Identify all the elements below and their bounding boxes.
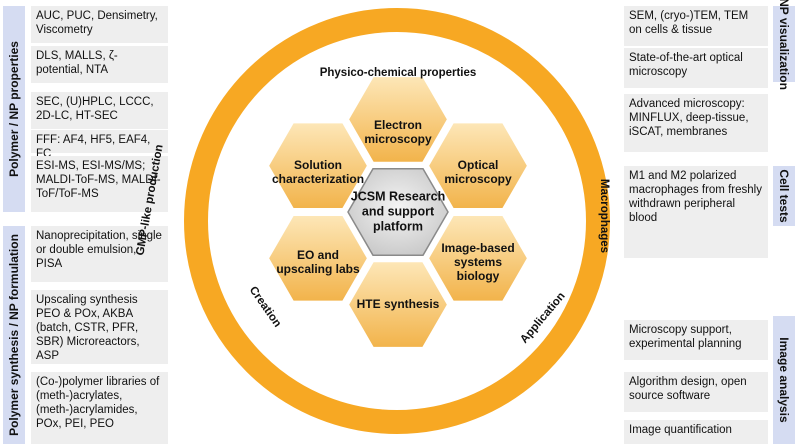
info-box-optical-microscopy: State-of-the-art optical microscopy	[624, 48, 768, 88]
hex-label-image-based-systems-biology: Image-based systems biology	[441, 241, 515, 283]
info-box-nanoprecipitation: Nanoprecipitation, single or double emul…	[31, 226, 168, 282]
hex-label-eo-upscaling: EO and upscaling labs	[276, 248, 360, 276]
hexagon-lower-left	[266, 214, 370, 303]
side-label-np-visualization: NP visualization	[773, 0, 795, 90]
side-label-polymer-np-properties: Polymer / NP properties	[3, 6, 25, 212]
info-box-sem-tem: SEM, (cryo-)TEM, TEM on cells & tissue	[624, 6, 768, 46]
info-box-advanced-microscopy: Advanced microscopy: MINFLUX, deep-tissu…	[624, 94, 768, 152]
info-box-esi-ms: ESI-MS, ESI-MS/MS; MALDI-ToF-MS, MALDI-T…	[31, 156, 168, 212]
info-box-sec: SEC, (U)HPLC, LCCC, 2D-LC, HT-SEC	[31, 92, 168, 129]
hex-label-optical-microscopy: Optical microscopy	[444, 158, 512, 186]
info-box-image-quantification: Image quantification	[624, 420, 768, 444]
hexagon-upper-right	[426, 121, 530, 210]
hex-label-solution-characterization: Solution characterization	[272, 158, 365, 186]
hex-label-electron-microscopy: Electron microscopy	[364, 118, 432, 146]
hex-label-hte-synthesis: HTE synthesis	[356, 297, 440, 311]
info-box-dls: DLS, MALLS, ζ-potential, NTA	[31, 46, 168, 83]
info-box-microscopy-support: Microscopy support, experimental plannin…	[624, 320, 768, 360]
side-label-polymer-synthesis: Polymer synthesis / NP formulation	[3, 226, 25, 444]
side-label-cell-tests: Cell tests	[773, 166, 795, 226]
hexagon-lower-right	[426, 214, 530, 303]
side-label-image-analysis: Image analysis	[773, 316, 795, 444]
hexagon-bottom	[346, 260, 450, 349]
info-box-upscaling: Upscaling synthesis PEO & POx, AKBA (bat…	[31, 290, 168, 364]
info-box-auc: AUC, PUC, Densimetry, Viscometry	[31, 6, 168, 43]
ring-label-top: Physico-chemical properties	[319, 67, 477, 79]
ring-label-right: Macrophages	[598, 178, 610, 254]
outer-ring	[184, 8, 610, 434]
info-box-macrophages: M1 and M2 polarized macrophages from fre…	[624, 166, 768, 258]
hexagon-center	[347, 167, 449, 257]
hexagon-top	[346, 75, 450, 164]
hexagon-upper-left	[266, 121, 370, 210]
info-box-copolymer-libraries: (Co-)polymer libraries of (meth-)acrylat…	[31, 372, 168, 444]
info-box-algorithm-design: Algorithm design, open source software	[624, 372, 768, 412]
hex-label-center: JCSM Research and support platform	[350, 189, 446, 234]
info-box-fff: FFF: AF4, HF5, EAF4, FC	[31, 130, 168, 160]
